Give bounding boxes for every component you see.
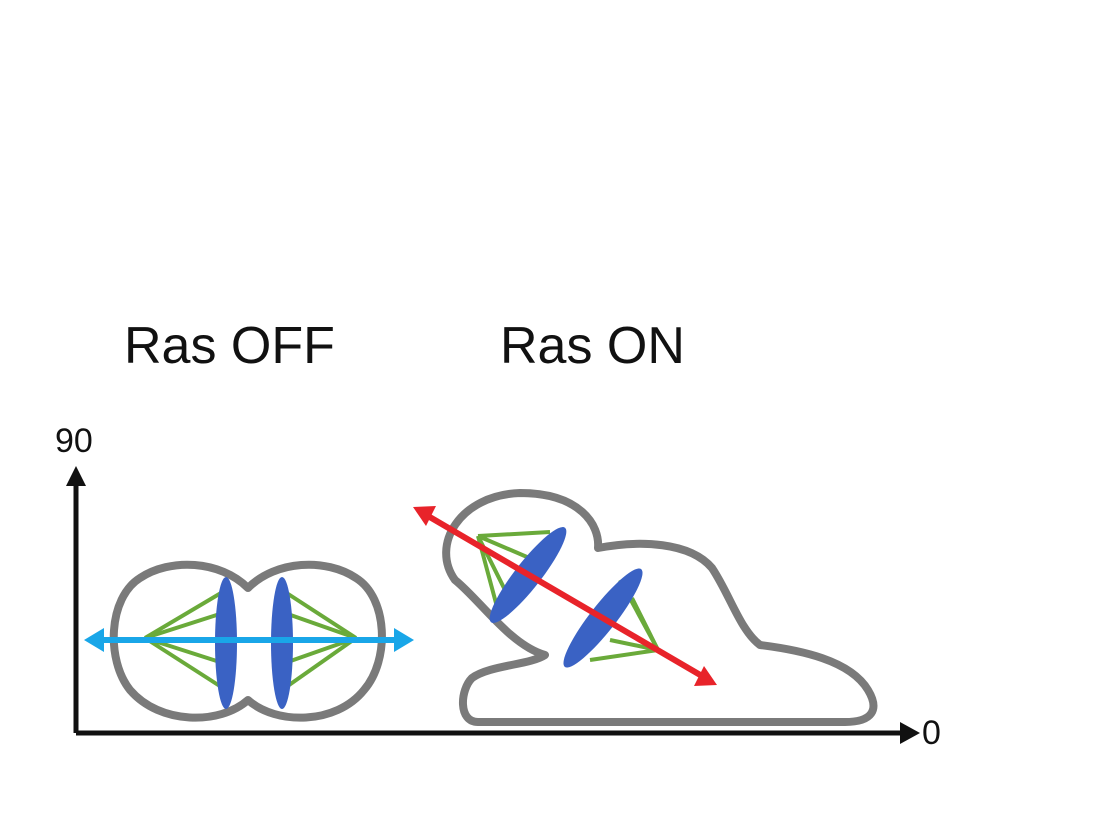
ras-on-cell-outline bbox=[442, 489, 878, 726]
title-ras-off: Ras OFF bbox=[124, 317, 335, 375]
orientation-axes: 90 0 bbox=[55, 422, 941, 752]
x-axis-arrowhead bbox=[900, 722, 920, 744]
title-ras-on: Ras ON bbox=[500, 317, 685, 375]
ras-on-cell bbox=[413, 489, 878, 726]
ras-off-axis-arrow bbox=[84, 628, 414, 652]
y-axis-arrowhead bbox=[66, 466, 86, 486]
ras-off-cell bbox=[84, 560, 414, 722]
axis-label-0: 0 bbox=[922, 714, 941, 752]
axis-label-90: 90 bbox=[55, 422, 93, 460]
ras-off-cell-outline bbox=[109, 560, 386, 722]
ras-on-axis-arrow bbox=[413, 506, 717, 686]
